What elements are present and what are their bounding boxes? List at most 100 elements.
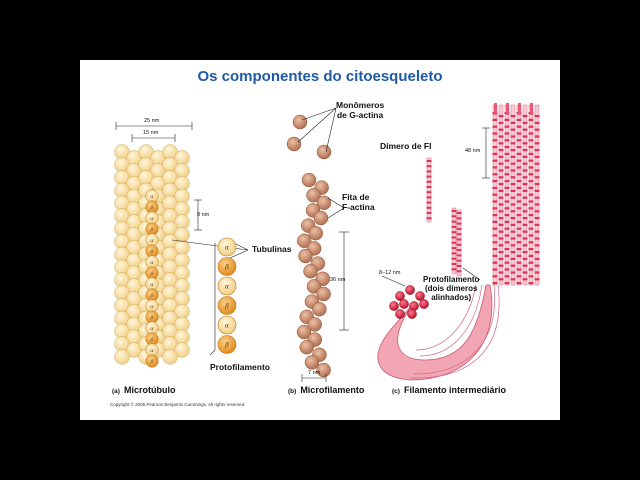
if-dimer-segment <box>499 197 504 199</box>
if-dimer-segment <box>535 203 540 205</box>
if-dimer-segment <box>499 149 504 151</box>
if-dimer-segment <box>523 197 528 199</box>
if-dimer-segment <box>523 190 528 192</box>
if-dimer-segment <box>511 217 516 219</box>
if-dimer-segment <box>535 237 540 239</box>
if-dimer-segment <box>499 203 504 205</box>
if-dimer-segment <box>523 224 528 226</box>
if-dimer-segment <box>517 153 522 155</box>
if-dimer-segment <box>529 214 534 216</box>
if-dimer-segment <box>505 207 510 209</box>
if-dimer-segment <box>511 197 516 199</box>
if-dimer-segment <box>499 169 504 171</box>
if-dimer-segment <box>523 203 528 205</box>
if-dimer-segment <box>505 200 510 202</box>
if-dimer-segment <box>511 115 516 117</box>
if-dimer-segment <box>517 275 522 277</box>
if-dimer-segment <box>511 258 516 260</box>
if-protofilament-coil <box>457 265 462 267</box>
if-dimer-segment <box>535 217 540 219</box>
if-dimer-segment <box>505 194 510 196</box>
if-dimer-segment <box>511 237 516 239</box>
if-dimer-segment <box>529 275 534 277</box>
if-dimer-segment <box>505 146 510 148</box>
beta-glyph: β <box>150 249 154 255</box>
if-dimer-segment <box>511 265 516 267</box>
if-dimer-segment <box>493 173 498 175</box>
g-actin-label: Monômeros de G-actina <box>336 100 384 120</box>
actin-subunit <box>302 173 316 187</box>
if-dimer-segment <box>511 231 516 233</box>
if-protofilament-coil <box>457 239 462 241</box>
if-dimer-segment <box>535 210 540 212</box>
f-actin-strand <box>297 173 331 377</box>
if-dimer-segment <box>535 135 540 137</box>
if-dimer-segment <box>499 210 504 212</box>
beta-glyph: β <box>224 341 229 349</box>
if-dimer-coil <box>427 176 432 178</box>
alpha-glyph: α <box>225 283 230 291</box>
if-dimer-segment <box>517 228 522 230</box>
if-dimer-segment <box>499 258 504 260</box>
if-dimer-segment <box>517 241 522 243</box>
if-protofilament-coil <box>457 244 462 246</box>
if-dimer-segment <box>523 258 528 260</box>
if-dimer-segment <box>535 149 540 151</box>
if-dimer-segment <box>493 166 498 168</box>
if-protofilament-coil <box>452 263 457 265</box>
if-dimer-segment <box>535 129 540 131</box>
if-dimer-segment <box>517 173 522 175</box>
if-dimer-segment <box>499 183 504 185</box>
if-tetramer-end <box>395 309 404 318</box>
if-dimer-segment <box>535 278 540 280</box>
if-dimer-segment <box>523 265 528 267</box>
if-dimer-segment <box>499 244 504 246</box>
if-dimer-segment <box>499 115 504 117</box>
if-dimer-segment <box>535 197 540 199</box>
if-dimer-segment <box>517 268 522 270</box>
if-dimer-segment <box>493 275 498 277</box>
if-dimer-segment <box>499 156 504 158</box>
if-protofilament-coil <box>452 242 457 244</box>
actin-subunit <box>305 355 319 369</box>
if-tetramer-end <box>389 301 398 310</box>
actin-subunit <box>314 211 328 225</box>
if-dimer-rod <box>427 158 432 222</box>
if-dimer-segment <box>505 160 510 162</box>
mf-repeat-distance: 36 nm <box>330 277 345 283</box>
if-dimer-segment <box>523 183 528 185</box>
if-dimer-segment <box>499 271 504 273</box>
if-protofilament-coil <box>457 249 462 251</box>
if-dimer-segment <box>493 228 498 230</box>
if-dimer-coil <box>427 165 432 167</box>
if-protofilament-coil <box>452 226 457 228</box>
caption-marker-b: (b) <box>288 388 296 395</box>
if-protofilament-coil <box>452 247 457 249</box>
if-dimer-segment <box>517 221 522 223</box>
if-dimer-segment <box>517 132 522 134</box>
if-dimer-segment <box>511 278 516 280</box>
g-actin-label-line1: Monômeros <box>336 100 384 110</box>
caption-text-a: Microtúbulo <box>124 385 176 395</box>
if-dimer-segment <box>499 135 504 137</box>
if-dimer-segment <box>505 241 510 243</box>
if-dimer-segment <box>511 129 516 131</box>
if-dimer-segment <box>505 173 510 175</box>
if-dimer-segment <box>535 115 540 117</box>
if-dimer-segment <box>511 149 516 151</box>
if-dimer-segment <box>493 214 498 216</box>
if-dimer-segment <box>505 153 510 155</box>
if-dimer-segment <box>523 115 528 117</box>
microtubule-drawing: αβαβαβαβαβαβαβαβ <box>115 145 190 368</box>
g-actin-monomer <box>287 137 301 151</box>
if-dimer-segment <box>529 221 534 223</box>
if-protofilament-coil <box>457 270 462 272</box>
if-dimer-coil <box>427 207 432 209</box>
if-dimer-segment <box>493 160 498 162</box>
if-tetramer-end <box>407 309 416 318</box>
caption-text-b: Microfilamento <box>300 385 364 395</box>
if-dimer-coil <box>427 196 432 198</box>
if-dimer-segment <box>529 153 534 155</box>
if-dimer-segment <box>499 265 504 267</box>
cytoskeleton-illustration: αβαβαβαβαβαβαβαβ αβαβαβ <box>80 60 560 420</box>
